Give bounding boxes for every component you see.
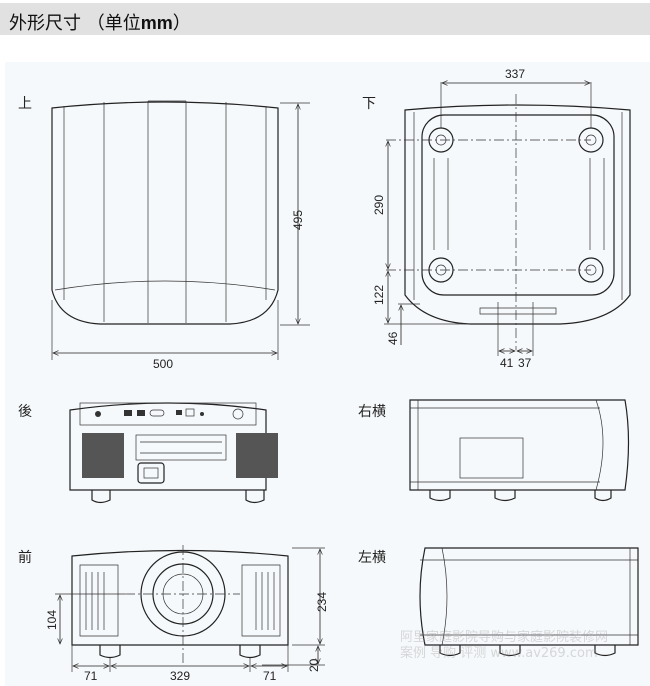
dim-front-offset: 46 <box>386 331 400 345</box>
left-side-view-label: 左横 <box>358 550 386 566</box>
top-outline <box>51 101 279 325</box>
bottom-view-label: 下 <box>362 96 376 112</box>
dim-width: 500 <box>153 357 173 371</box>
dim-front-foot-offset: 122 <box>372 285 386 305</box>
dim-foot-span: 329 <box>170 669 190 683</box>
bottom-view: 下 337 290 122 46 41 37 <box>362 67 631 370</box>
right-side-view-label: 右横 <box>358 404 386 420</box>
dim-right-margin: 71 <box>263 669 277 683</box>
back-view-label: 後 <box>18 404 32 420</box>
dim-lens-height: 104 <box>45 610 59 630</box>
top-view-label: 上 <box>18 96 32 112</box>
right-side-view: 右横 <box>358 399 630 502</box>
back-view: 後 <box>18 402 278 504</box>
section-title: 外形尺寸 （单位mm） <box>9 9 191 35</box>
watermark-line1: 阿里家庭影院导购与家庭影院装修网 <box>400 629 608 645</box>
dim-foot-span-y: 290 <box>372 195 386 215</box>
dim-left-margin: 71 <box>84 669 98 683</box>
dim-depth: 495 <box>291 210 305 230</box>
top-view: 上 495 500 <box>18 96 310 371</box>
unit-text: mm <box>140 13 173 33</box>
watermark-line2: 案例 导购 评测 www.av269.com <box>400 645 598 661</box>
title-text: 外形尺寸 （单位 <box>9 13 141 34</box>
title-close: ） <box>172 13 191 34</box>
dim-foot-height: 20 <box>307 658 321 672</box>
dim-right-offset: 37 <box>518 356 532 370</box>
front-view: 前 234 20 104 71 329 71 <box>18 545 329 683</box>
left-side-view: 左横 <box>358 547 639 657</box>
dim-height: 234 <box>315 592 329 612</box>
watermark: 阿里家庭影院导购与家庭影院装修网 案例 导购 评测 www.av269.com <box>400 629 608 661</box>
section-header: 外形尺寸 （单位mm） <box>0 3 650 35</box>
dim-left-offset: 41 <box>500 356 514 370</box>
dim-foot-span-x: 337 <box>505 67 525 81</box>
drawing-panel <box>5 62 650 686</box>
front-view-label: 前 <box>18 549 32 566</box>
